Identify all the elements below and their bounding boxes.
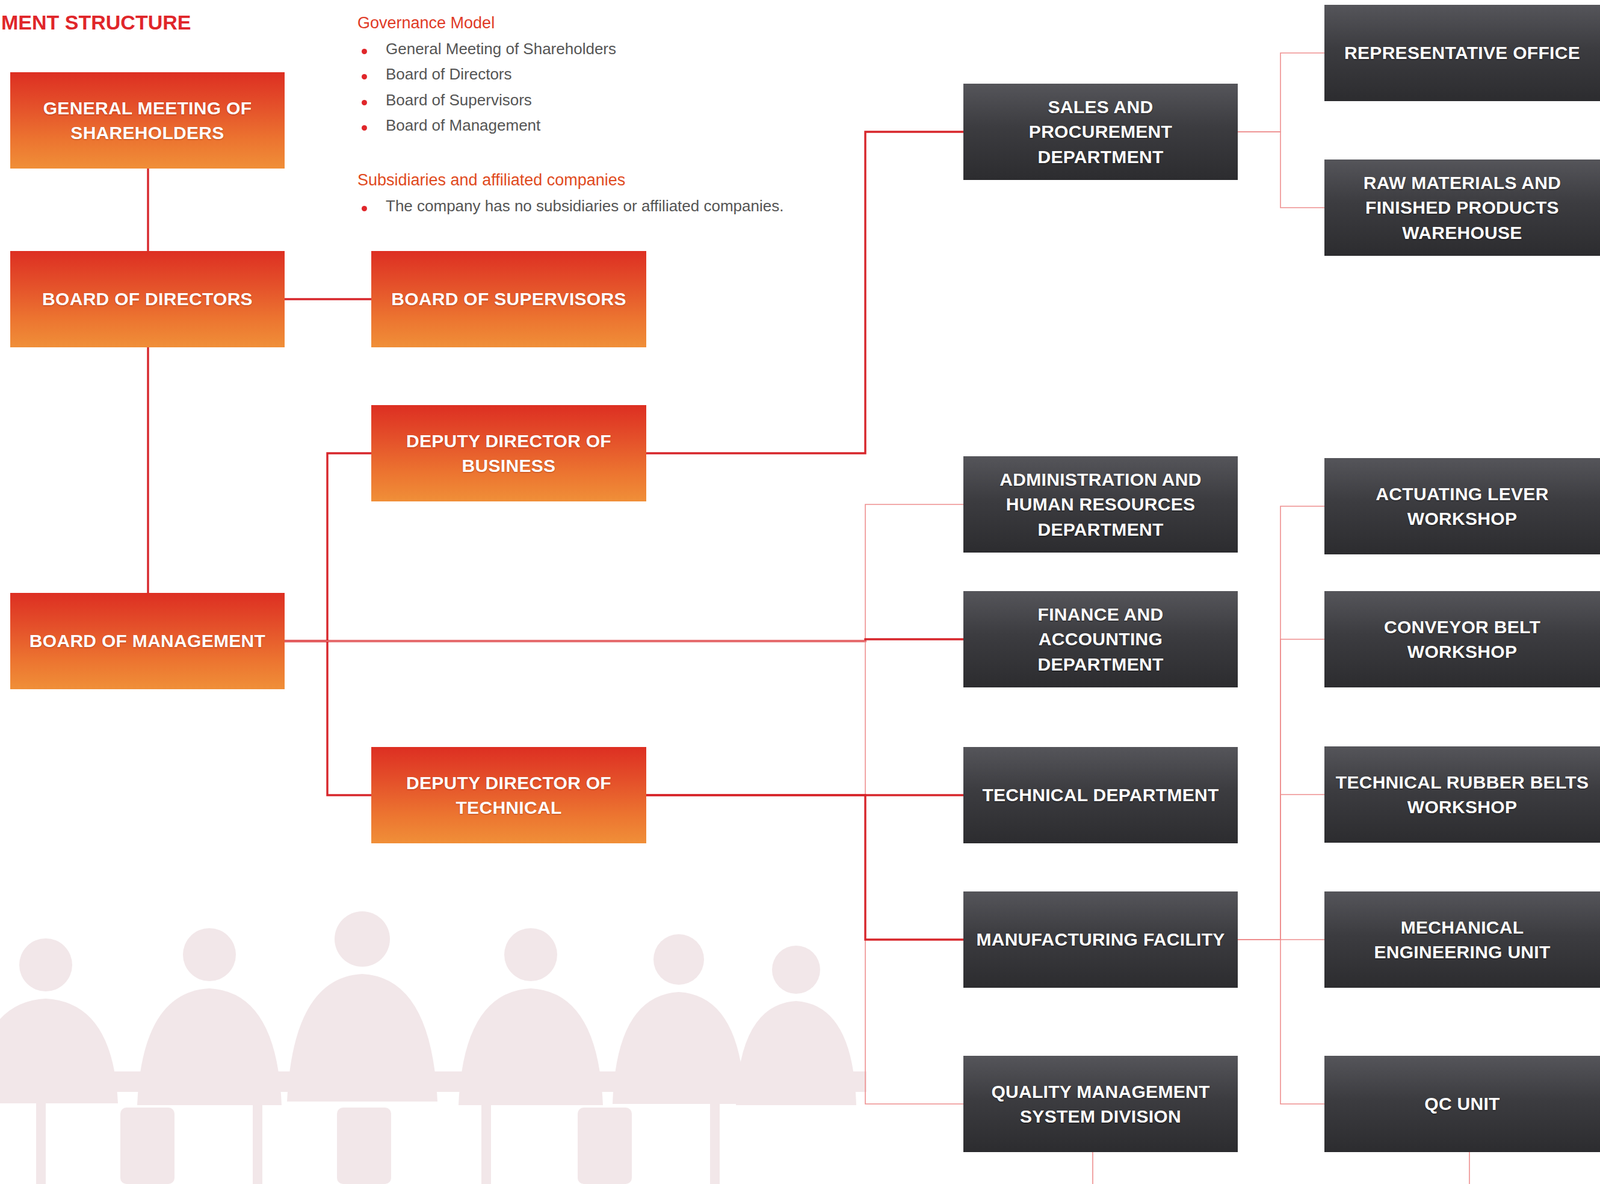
department-box: CONVEYOR BELT WORKSHOP [1324, 590, 1600, 688]
section-heading: Governance Model [357, 13, 495, 33]
box-label: BOARD OF SUPERVISORS [391, 286, 627, 312]
org-connector [284, 297, 372, 300]
department-box: REPRESENTATIVE OFFICE [1324, 4, 1600, 102]
leader-line [1468, 1151, 1471, 1184]
org-connector [284, 640, 964, 1104]
bullet-dot [361, 125, 368, 131]
section-heading: Subsidiaries and affiliated companies [357, 170, 626, 190]
org-connector [1237, 506, 1325, 940]
box-label: SALES AND PROCUREMENT DEPARTMENT [974, 94, 1227, 170]
box-label: QUALITY MANAGEMENT SYSTEM DIVISION [974, 1078, 1227, 1129]
box-label: RAW MATERIALS AND FINISHED PRODUCTS WARE… [1335, 170, 1590, 245]
org-connector [1237, 52, 1325, 132]
bullet-text: Board of Supervisors [385, 90, 532, 110]
org-connector [146, 168, 149, 251]
silhouette-group [0, 911, 867, 1184]
leader-line [1092, 1151, 1094, 1184]
org-connector [284, 453, 372, 641]
page-title: MENT STRUCTURE [1, 10, 191, 35]
governance-box: BOARD OF SUPERVISORS [371, 250, 647, 348]
department-box: TECHNICAL DEPARTMENT [963, 746, 1238, 844]
box-label: QC UNIT [1424, 1090, 1500, 1116]
org-connector [646, 794, 964, 940]
box-label: DEPUTY DIRECTOR OF TECHNICAL [382, 770, 636, 821]
org-connector [284, 504, 964, 641]
bullet-dot [361, 48, 368, 55]
box-label: TECHNICAL RUBBER BELTS WORKSHOP [1335, 769, 1590, 820]
bullet-dot [361, 205, 368, 212]
org-connector [1237, 131, 1325, 208]
governance-box: GENERAL MEETING OF SHAREHOLDERS [10, 72, 285, 169]
box-label: FINANCE AND ACCOUNTING DEPARTMENT [974, 601, 1227, 677]
bullet-text: The company has no subsidiaries or affil… [385, 196, 784, 216]
department-box: TECHNICAL RUBBER BELTS WORKSHOP [1324, 746, 1600, 843]
box-label: BOARD OF DIRECTORS [42, 286, 253, 312]
bullet-dot [361, 74, 368, 80]
governance-box: DEPUTY DIRECTOR OF TECHNICAL [371, 746, 647, 844]
org-connector [284, 640, 372, 795]
box-label: CONVEYOR BELT WORKSHOP [1335, 614, 1590, 665]
department-box: QUALITY MANAGEMENT SYSTEM DIVISION [963, 1055, 1238, 1152]
department-box: ADMINISTRATION AND HUMAN RESOURCES DEPAR… [963, 456, 1238, 553]
department-box: MANUFACTURING FACILITY [963, 891, 1238, 988]
box-label: GENERAL MEETING OF SHAREHOLDERS [21, 95, 274, 146]
box-label: ACTUATING LEVER WORKSHOP [1335, 481, 1590, 532]
org-connector [1237, 794, 1325, 940]
box-label: TECHNICAL DEPARTMENT [982, 782, 1219, 807]
department-box: ACTUATING LEVER WORKSHOP [1324, 457, 1600, 555]
box-label: DEPUTY DIRECTOR OF BUSINESS [382, 428, 636, 479]
department-box: RAW MATERIALS AND FINISHED PRODUCTS WARE… [1324, 159, 1600, 256]
department-box: SALES AND PROCUREMENT DEPARTMENT [963, 83, 1238, 180]
department-box: QC UNIT [1324, 1055, 1600, 1152]
org-connector [146, 347, 149, 593]
org-connector [1237, 939, 1325, 1104]
department-box: MECHANICAL ENGINEERING UNIT [1324, 891, 1600, 988]
box-label: MECHANICAL ENGINEERING UNIT [1335, 914, 1590, 965]
governance-box: BOARD OF MANAGEMENT [10, 592, 285, 689]
governance-box: DEPUTY DIRECTOR OF BUSINESS [371, 404, 647, 502]
governance-box: BOARD OF DIRECTORS [10, 250, 285, 348]
department-box: FINANCE AND ACCOUNTING DEPARTMENT [963, 590, 1238, 688]
org-connector [1237, 639, 1325, 940]
bullet-dot [361, 99, 368, 106]
bullet-text: Board of Directors [385, 64, 513, 84]
org-connector [646, 131, 964, 454]
bullet-text: General Meeting of Shareholders [385, 39, 617, 59]
bullet-text: Board of Management [385, 116, 541, 135]
meeting-silhouettes [0, 890, 867, 1184]
box-label: BOARD OF MANAGEMENT [29, 628, 266, 653]
box-label: REPRESENTATIVE OFFICE [1344, 40, 1581, 65]
box-label: MANUFACTURING FACILITY [976, 926, 1225, 952]
box-label: ADMINISTRATION AND HUMAN RESOURCES DEPAR… [974, 466, 1227, 542]
